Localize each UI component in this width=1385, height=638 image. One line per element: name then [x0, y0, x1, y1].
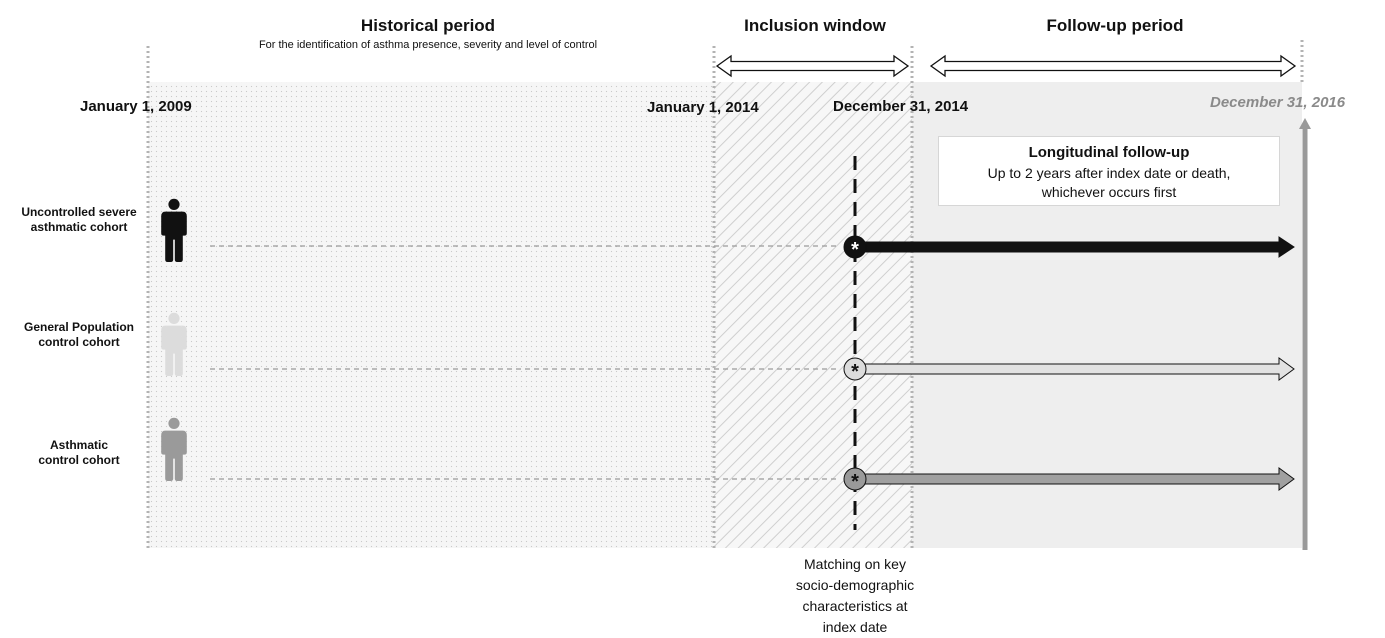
- cohort-label-severe-line2: asthmatic cohort: [30, 220, 128, 234]
- matching-note-line1: Matching on key: [804, 556, 906, 572]
- followup-arrow-asthmatic: [861, 467, 1295, 491]
- index-marker-general-symbol: *: [851, 361, 859, 383]
- cohort-label-severe: Uncontrolled severe asthmatic cohort: [4, 205, 154, 235]
- cohort-label-asthmatic-line1: Asthmatic: [49, 438, 108, 452]
- cohort-label-general-line2: control cohort: [38, 335, 120, 349]
- period-boundaries: [146, 40, 1304, 548]
- date-end: December 31, 2016: [1210, 94, 1346, 111]
- longitudinal-followup-box: Longitudinal follow-up Up to 2 years aft…: [938, 136, 1280, 206]
- matching-note-line4: index date: [822, 619, 888, 635]
- index-marker-asthmatic-symbol: *: [851, 471, 859, 493]
- followup-period-title: Follow-up period: [1046, 16, 1184, 35]
- index-marker-asthmatic: *: [843, 467, 867, 493]
- index-marker-general: *: [843, 357, 867, 383]
- followup-box-line2: whichever occurs first: [1041, 184, 1177, 200]
- end-date-arrow: [1299, 118, 1311, 550]
- cohort-label-asthmatic: Asthmatic control cohort: [4, 438, 154, 468]
- cohort-label-general: General Population control cohort: [4, 320, 154, 350]
- historical-period-subtitle: For the identification of asthma presenc…: [258, 39, 598, 51]
- historical-period-area: [148, 82, 714, 548]
- followup-arrow-general: [861, 357, 1295, 381]
- inclusion-window-double-arrow: [715, 54, 910, 78]
- followup-arrow-severe: [861, 236, 1295, 258]
- date-start: January 1, 2009: [80, 98, 192, 115]
- index-marker-severe: *: [843, 235, 867, 261]
- cohort-label-severe-line1: Uncontrolled severe: [21, 205, 137, 219]
- followup-period-double-arrow: [929, 54, 1297, 78]
- date-inclusion-start: January 1, 2014: [647, 99, 759, 116]
- matching-note: Matching on key socio-demographic charac…: [775, 554, 935, 638]
- matching-note-line3: characteristics at: [802, 598, 908, 614]
- followup-box-line1: Up to 2 years after index date or death,: [987, 165, 1231, 181]
- inclusion-window-area: [714, 82, 912, 548]
- cohort-label-asthmatic-line2: control cohort: [38, 453, 120, 467]
- date-inclusion-end: December 31, 2014: [833, 98, 969, 115]
- index-marker-severe-symbol: *: [851, 239, 859, 261]
- matching-note-line2: socio-demographic: [795, 577, 915, 593]
- cohort-label-general-line1: General Population: [23, 320, 134, 334]
- followup-box-title: Longitudinal follow-up: [1028, 144, 1190, 161]
- historical-period-title: Historical period: [360, 16, 496, 35]
- inclusion-window-title: Inclusion window: [744, 16, 886, 35]
